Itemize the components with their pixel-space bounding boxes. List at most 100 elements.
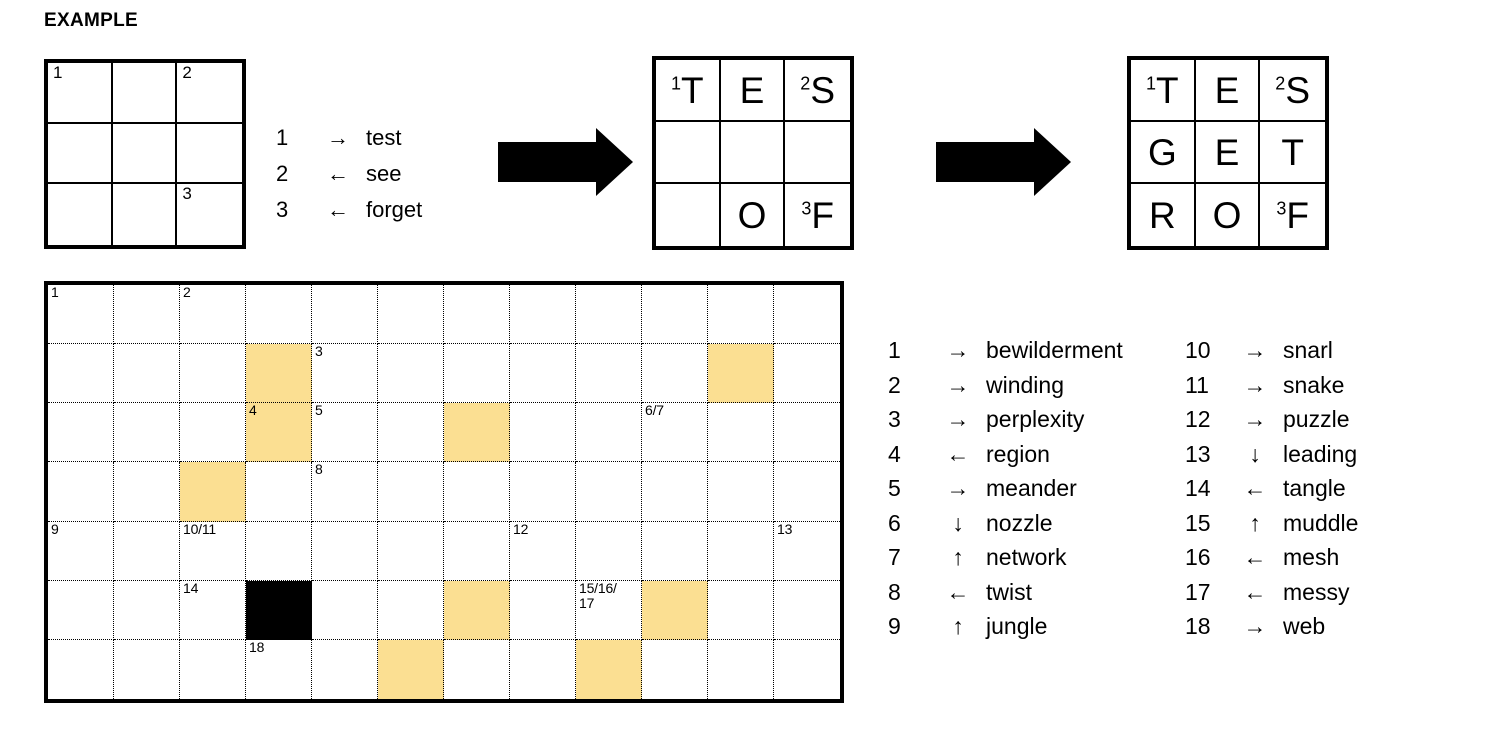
puzzle-cell-r7c8[interactable]	[510, 639, 576, 699]
puzzle-cell-r7c7[interactable]	[444, 639, 510, 699]
puzzle-cell-r5c12[interactable]: 13	[774, 521, 840, 581]
puzzle-cell-r1c10[interactable]	[642, 285, 708, 345]
puzzle-cell-r7c10[interactable]	[642, 639, 708, 699]
puzzle-cell-r7c12[interactable]	[774, 639, 840, 699]
puzzle-cell-r2c9[interactable]	[576, 344, 642, 404]
puzzle-cell-r3c7[interactable]	[444, 403, 510, 463]
puzzle-cell-r1c3[interactable]: 2	[180, 285, 246, 345]
example-cell[interactable]	[112, 123, 178, 185]
puzzle-cell-r2c12[interactable]	[774, 344, 840, 404]
puzzle-cell-r2c10[interactable]	[642, 344, 708, 404]
puzzle-cell-r7c3[interactable]	[180, 639, 246, 699]
puzzle-cell-r4c11[interactable]	[708, 462, 774, 522]
puzzle-cell-r5c4[interactable]	[246, 521, 312, 581]
example-cell[interactable]	[720, 122, 786, 184]
puzzle-cell-r3c6[interactable]	[378, 403, 444, 463]
puzzle-cell-r1c12[interactable]	[774, 285, 840, 345]
puzzle-cell-r6c12[interactable]	[774, 580, 840, 640]
puzzle-cell-r2c3[interactable]	[180, 344, 246, 404]
puzzle-cell-r2c4[interactable]	[246, 344, 312, 404]
example-cell[interactable]: T	[1260, 122, 1325, 184]
puzzle-cell-r5c6[interactable]	[378, 521, 444, 581]
puzzle-cell-r1c8[interactable]	[510, 285, 576, 345]
puzzle-cell-r4c4[interactable]	[246, 462, 312, 522]
puzzle-cell-r3c9[interactable]	[576, 403, 642, 463]
puzzle-cell-r7c2[interactable]	[114, 639, 180, 699]
example-cell[interactable]: G	[1131, 122, 1196, 184]
blank-example-grid[interactable]: 1 2 3	[44, 59, 246, 249]
example-cell[interactable]	[112, 63, 178, 124]
puzzle-cell-r6c9[interactable]: 15/16/ 17	[576, 580, 642, 640]
example-cell[interactable]: R	[1131, 184, 1196, 246]
puzzle-cell-r6c4[interactable]	[246, 580, 312, 640]
puzzle-cell-r7c4[interactable]: 18	[246, 639, 312, 699]
puzzle-cell-r2c11[interactable]	[708, 344, 774, 404]
puzzle-cell-r4c3[interactable]	[180, 462, 246, 522]
puzzle-cell-r6c3[interactable]: 14	[180, 580, 246, 640]
puzzle-cell-r1c4[interactable]	[246, 285, 312, 345]
puzzle-cell-r5c8[interactable]: 12	[510, 521, 576, 581]
puzzle-cell-r3c1[interactable]	[48, 403, 114, 463]
puzzle-cell-r4c6[interactable]	[378, 462, 444, 522]
puzzle-cell-r7c5[interactable]	[312, 639, 378, 699]
puzzle-cell-r3c8[interactable]	[510, 403, 576, 463]
puzzle-cell-r6c11[interactable]	[708, 580, 774, 640]
example-cell[interactable]	[113, 184, 178, 245]
example-cell[interactable]	[48, 123, 113, 185]
puzzle-cell-r3c2[interactable]	[114, 403, 180, 463]
puzzle-cell-r6c7[interactable]	[444, 580, 510, 640]
example-cell[interactable]: 3	[177, 184, 242, 245]
puzzle-cell-r5c3[interactable]: 10/11	[180, 521, 246, 581]
puzzle-cell-r2c1[interactable]	[48, 344, 114, 404]
puzzle-cell-r4c9[interactable]	[576, 462, 642, 522]
puzzle-cell-r4c10[interactable]	[642, 462, 708, 522]
puzzle-cell-r1c9[interactable]	[576, 285, 642, 345]
example-cell[interactable]: 2S	[1260, 60, 1325, 122]
puzzle-cell-r3c4[interactable]: 4	[246, 403, 312, 463]
puzzle-cell-r2c2[interactable]	[114, 344, 180, 404]
puzzle-cell-r1c1[interactable]: 1	[48, 285, 114, 345]
puzzle-cell-r6c10[interactable]	[642, 580, 708, 640]
puzzle-cell-r5c2[interactable]	[114, 521, 180, 581]
puzzle-cell-r4c2[interactable]	[114, 462, 180, 522]
puzzle-cell-r1c2[interactable]	[114, 285, 180, 345]
puzzle-cell-r3c10[interactable]: 6/7	[642, 403, 708, 463]
puzzle-cell-r6c5[interactable]	[312, 580, 378, 640]
puzzle-cell-r7c6[interactable]	[378, 639, 444, 699]
puzzle-cell-r4c1[interactable]	[48, 462, 114, 522]
example-cell[interactable]: E	[1195, 60, 1261, 122]
puzzle-cell-r6c8[interactable]	[510, 580, 576, 640]
puzzle-cell-r5c1[interactable]: 9	[48, 521, 114, 581]
example-cell[interactable]	[656, 184, 721, 246]
example-cell[interactable]	[785, 122, 850, 184]
puzzle-cell-r1c5[interactable]	[312, 285, 378, 345]
puzzle-cell-r7c11[interactable]	[708, 639, 774, 699]
example-cell[interactable]: 3F	[1260, 184, 1325, 246]
puzzle-cell-r6c2[interactable]	[114, 580, 180, 640]
puzzle-cell-r4c5[interactable]: 8	[312, 462, 378, 522]
example-cell[interactable]: 3F	[785, 184, 850, 246]
example-cell[interactable]: 1	[48, 63, 113, 124]
example-cell[interactable]: 2S	[785, 60, 850, 122]
example-cell[interactable]	[656, 122, 721, 184]
puzzle-cell-r5c7[interactable]	[444, 521, 510, 581]
puzzle-cell-r3c5[interactable]: 5	[312, 403, 378, 463]
example-cell[interactable]: E	[1195, 122, 1261, 184]
puzzle-cell-r1c6[interactable]	[378, 285, 444, 345]
puzzle-cell-r2c5[interactable]: 3	[312, 344, 378, 404]
puzzle-cell-r5c9[interactable]	[576, 521, 642, 581]
puzzle-cell-r6c1[interactable]	[48, 580, 114, 640]
example-cell[interactable]: E	[720, 60, 786, 122]
puzzle-cell-r3c11[interactable]	[708, 403, 774, 463]
puzzle-cell-r5c10[interactable]	[642, 521, 708, 581]
example-cell[interactable]	[177, 124, 242, 185]
example-cell[interactable]: 2	[177, 63, 242, 124]
puzzle-cell-r4c12[interactable]	[774, 462, 840, 522]
puzzle-cell-r1c7[interactable]	[444, 285, 510, 345]
puzzle-cell-r7c1[interactable]	[48, 639, 114, 699]
example-cell[interactable]: 1T	[656, 60, 721, 122]
example-cell[interactable]: 1T	[1131, 60, 1196, 122]
example-cell[interactable]	[48, 184, 113, 245]
